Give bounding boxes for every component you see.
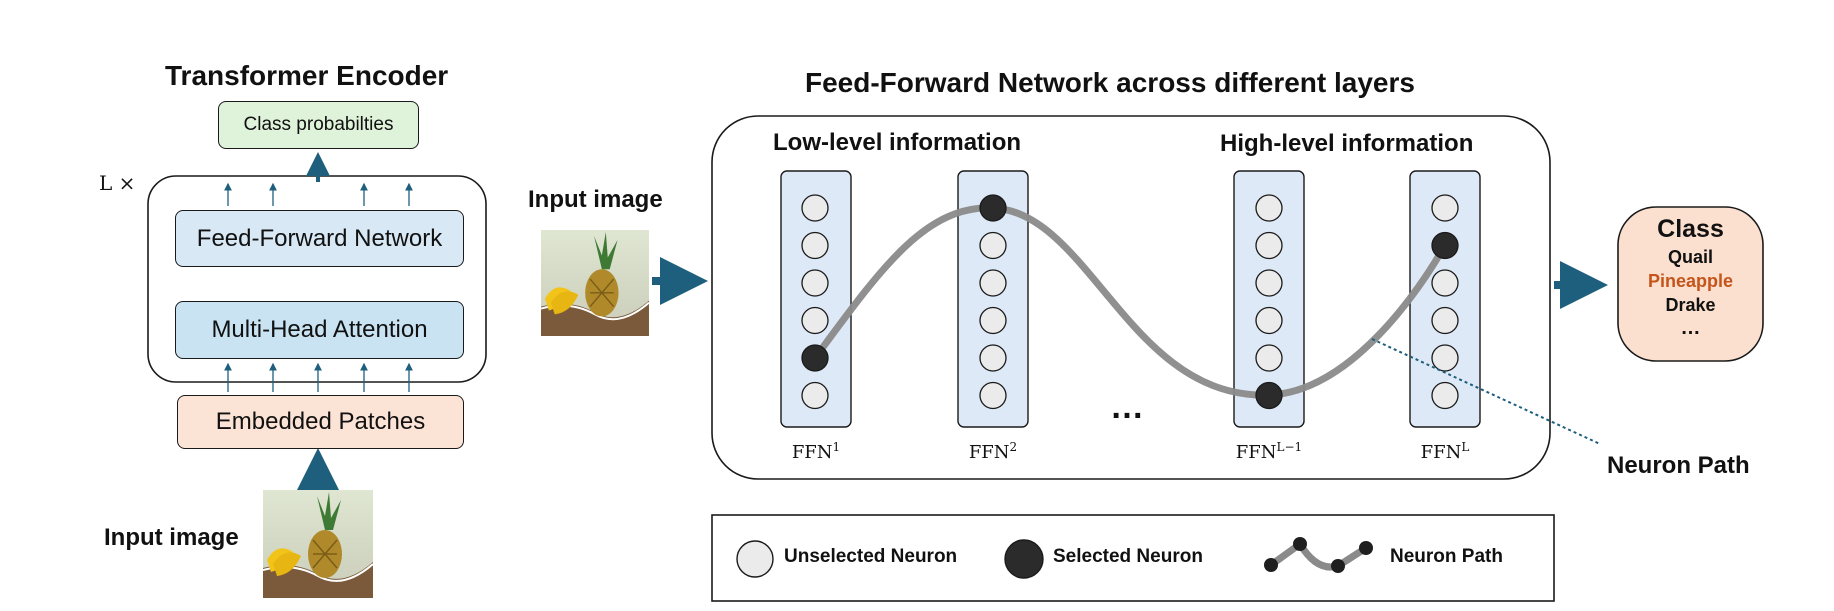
class-output-content: Class Quail Pineapple Drake … [1618,213,1763,339]
ffn-column-2 [957,170,1029,428]
unselected-neuron-ffn1-2 [801,231,829,260]
unselected-neuron-ffn1-3 [801,269,829,297]
input-image-left [263,490,373,598]
class-item-0: Quail [1667,247,1713,267]
ffn-column-l-1 [1233,170,1305,428]
class-item-3: … [1680,317,1701,339]
embedded-patches-label: Embedded Patches [215,408,426,435]
ffn-layers-frame [711,115,1551,480]
legend-unselected-neuron-icon [736,540,774,578]
neuron-path-leader [1371,338,1601,445]
low-level-label: Low-level information [773,129,1022,156]
class-item-2: Drake [1665,295,1716,315]
encoder-title: Transformer Encoder [165,60,449,91]
unselected-neuron-ffn2-6 [979,381,1007,410]
selected-neuron-ffn1-5 [801,344,829,372]
legend-selected-label: Selected Neuron [1053,546,1203,567]
neuron-layer [801,194,1459,410]
input-image-middle [540,230,650,336]
unselected-neuron-ffn1-4 [801,306,829,335]
unselected-neuron-ffn3-5 [1255,344,1283,372]
unselected-neuron-ffn1-1 [801,194,829,222]
unselected-neuron-ffn3-3 [1255,269,1283,297]
legend-unselected-label: Unselected Neuron [784,546,958,567]
unselected-neuron-ffn4-4 [1431,306,1459,335]
legend-path-label: Neuron Path [1390,546,1503,567]
neuron-path-curve [811,204,1449,399]
unselected-neuron-ffn4-1 [1431,194,1459,222]
selected-neuron-layer [801,194,1459,410]
mha-box-label: Multi-Head Attention [211,316,428,343]
class-output-box [1617,206,1764,362]
ffn-column-1 [780,170,852,428]
ffn-label-2: FFN2 [968,440,1018,463]
unselected-neuron-ffn2-5 [979,344,1007,372]
embedded-patches-box: Embedded Patches [177,395,464,449]
unselected-neuron-ffn4-6 [1431,381,1459,410]
unselected-neuron-ffn3-4 [1255,306,1283,335]
unselected-neuron-ffn4-5 [1431,344,1459,372]
legend-neuron-path-icon [1264,537,1373,573]
ffn-columns [780,170,1481,428]
input-image-middle-label: Input image [528,186,663,213]
ffn-box: Feed-Forward Network [175,210,464,267]
class-output-title: Class [1657,215,1724,243]
class-probabilities-label: Class probabilties [243,114,394,135]
ffn-layers-title: Feed-Forward Network across different la… [805,67,1415,98]
input-image-left-label: Input image [104,524,239,551]
unselected-neuron-ffn1-6 [801,381,829,410]
legend-frame [711,514,1555,602]
unselected-neuron-ffn3-1 [1255,194,1283,222]
selected-neuron-ffn4-2 [1431,231,1459,260]
selected-neuron-ffn2-1 [979,194,1007,222]
unselected-neuron-ffn4-3 [1431,269,1459,297]
class-item-1: Pineapple [1647,271,1734,291]
unselected-neuron-ffn2-2 [979,231,1007,260]
mha-box: Multi-Head Attention [175,301,464,359]
unselected-neuron-ffn2-4 [979,306,1007,335]
selected-neuron-ffn3-6 [1255,381,1283,410]
neuron-path-label: Neuron Path [1607,452,1750,479]
legend-selected-neuron-icon [1004,539,1044,579]
high-level-label: High-level information [1220,130,1474,157]
layers-ellipsis: … [1110,388,1144,426]
ffn-label-l-1: FFNL−1 [1235,440,1303,463]
unselected-neuron-ffn2-3 [979,269,1007,297]
ffn-box-label: Feed-Forward Network [196,224,443,252]
unselected-neuron-ffn3-2 [1255,231,1283,260]
layer-repeat-label: L × [99,171,136,195]
ffn-label-1: FFN1 [791,440,841,463]
class-probabilities-box: Class probabilties [218,101,419,149]
ffn-label-l: FFNL [1420,440,1470,463]
